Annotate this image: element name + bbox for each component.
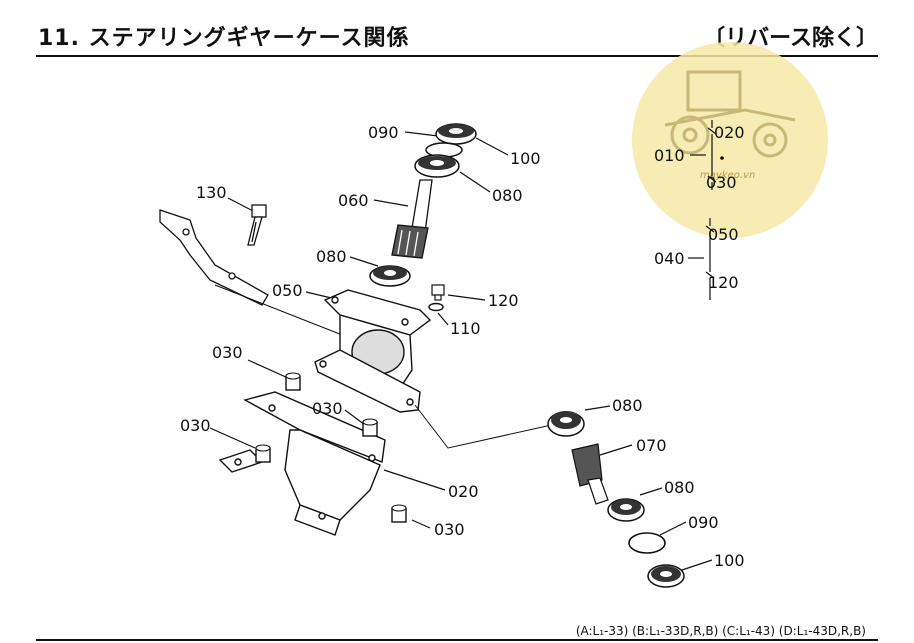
legend-group-040: [688, 218, 715, 300]
callout-080: 080: [664, 478, 695, 497]
pedal-bracket-arm: [159, 209, 269, 306]
footer-rule: [36, 639, 878, 641]
worm-gear-070: [571, 443, 609, 505]
callout-070: 070: [636, 436, 667, 455]
callout-080: 080: [492, 186, 523, 205]
bearing-100-lower: [647, 564, 685, 588]
model-legend: (A:L₁-33) (B:L₁-33D,R,B) (C:L₁-43) (D:L₁…: [575, 624, 866, 638]
callout-080: 080: [316, 247, 347, 266]
bearing-080-mid: [369, 265, 411, 287]
page-title: 11. ステアリングギヤーケース関係: [38, 26, 410, 51]
callout-090: 090: [688, 513, 719, 532]
callout-110: 110: [450, 319, 481, 338]
legend-020: 020: [714, 123, 745, 142]
legend-120: 120: [708, 273, 739, 292]
spacer-030-d: [391, 504, 407, 523]
bearing-100-top: [435, 123, 477, 145]
callout-030: 030: [434, 520, 465, 539]
steering-gear-case-050: [314, 289, 432, 413]
legend-group-010: [690, 120, 717, 190]
sector-shaft-060: [391, 179, 433, 259]
watermark-text: maykeo.vn: [700, 170, 755, 181]
legend-040: 040: [654, 249, 685, 268]
spacer-030-b: [362, 418, 378, 437]
callout-120: 120: [488, 291, 519, 310]
callout-020: 020: [448, 482, 479, 501]
callout-100: 100: [510, 149, 541, 168]
assembly-line-1: [214, 284, 356, 341]
bolt-120: [431, 284, 445, 301]
washer-110: [428, 302, 444, 312]
watermark-logo: maykeo.vn: [632, 42, 828, 238]
callout-100: 100: [714, 551, 745, 570]
assembly-line-2: [414, 404, 566, 449]
callout-050: 050: [272, 281, 303, 300]
mounting-bracket-020: [218, 391, 386, 536]
circlip-090-lower: [628, 532, 666, 554]
bolt-130: [247, 204, 267, 246]
spacer-030-a: [285, 372, 301, 391]
legend-050: 050: [708, 225, 739, 244]
callout-060: 060: [338, 191, 369, 210]
legend-010: 010: [654, 146, 685, 165]
callout-030: 030: [212, 343, 243, 362]
callout-130: 130: [196, 183, 227, 202]
callout-030: 030: [180, 416, 211, 435]
callout-090: 090: [368, 123, 399, 142]
header-rule: [36, 55, 878, 57]
bearing-080-lower-b: [607, 498, 645, 522]
callout-030: 030: [312, 399, 343, 418]
spacer-030-c: [255, 444, 271, 463]
bearing-080-top: [414, 154, 460, 178]
callout-080: 080: [612, 396, 643, 415]
bearing-080-lower-a: [547, 411, 585, 437]
legend-dot: [720, 156, 724, 160]
legend-030: 030: [706, 173, 737, 192]
